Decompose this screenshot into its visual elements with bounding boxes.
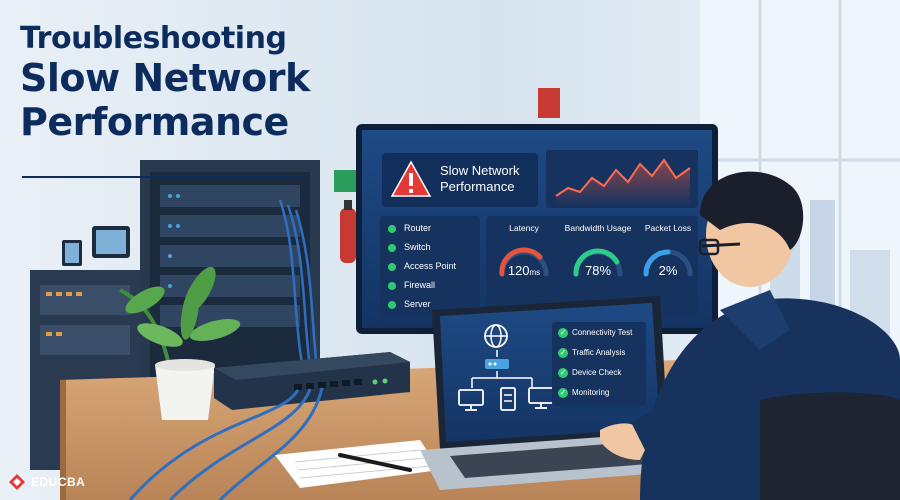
status-dot-icon xyxy=(388,244,396,252)
logo-icon xyxy=(9,474,25,490)
check-label: Connectivity Test xyxy=(572,328,633,337)
server-icon xyxy=(500,387,516,411)
check-icon: ✓ xyxy=(558,348,568,358)
device-label: Switch xyxy=(404,242,431,252)
check-label: Traffic Analysis xyxy=(572,348,626,357)
brand-logo[interactable]: EDUCBA xyxy=(8,470,85,494)
check-label: Monitoring xyxy=(572,388,610,397)
headline-line-2: Slow Network xyxy=(20,56,310,100)
globe-icon xyxy=(484,324,508,348)
bandwidth-label: Bandwidth Usage xyxy=(564,223,632,233)
latency-number: 120 xyxy=(507,263,530,278)
headline-line-3: Performance xyxy=(20,100,289,144)
monitor-alert-title-line-2: Performance xyxy=(440,179,515,194)
headline-underline xyxy=(22,176,306,178)
device-label: Access Point xyxy=(404,261,457,271)
status-dot-icon xyxy=(388,282,396,290)
monitor-alert-title: Slow Network Performance xyxy=(440,163,538,195)
headline-line-1: Troubleshooting xyxy=(20,21,287,56)
computer-icon xyxy=(528,387,554,409)
computer-icon xyxy=(458,389,484,411)
check-icon: ✓ xyxy=(558,328,568,338)
status-dot-icon xyxy=(388,301,396,309)
monitor-alert-title-line-1: Slow Network xyxy=(440,163,520,178)
latency-label: Latency xyxy=(509,223,539,233)
bandwidth-value: 78% xyxy=(584,263,612,278)
router-icon xyxy=(485,359,509,369)
warning-icon xyxy=(390,160,432,197)
latency-gauge xyxy=(499,247,549,277)
packet-loss-label: Packet Loss xyxy=(644,223,692,233)
latency-unit: ms xyxy=(529,268,541,277)
packet-loss-gauge xyxy=(643,249,693,277)
check-icon: ✓ xyxy=(558,388,568,398)
device-label: Router xyxy=(404,223,432,233)
headline: Troubleshooting Slow Network Performance xyxy=(20,21,380,145)
check-label: Device Check xyxy=(572,368,622,377)
brand-name: EDUCBA xyxy=(31,475,86,489)
status-dot-icon xyxy=(388,225,396,233)
packet-loss-value: 2% xyxy=(658,263,678,278)
device-label: Server xyxy=(404,299,431,309)
check-icon: ✓ xyxy=(558,368,568,378)
network-links xyxy=(471,350,533,388)
latency-value: 120ms xyxy=(494,263,554,278)
status-dot-icon xyxy=(388,263,396,271)
device-label: Firewall xyxy=(404,280,436,290)
bandwidth-gauge xyxy=(573,248,623,277)
